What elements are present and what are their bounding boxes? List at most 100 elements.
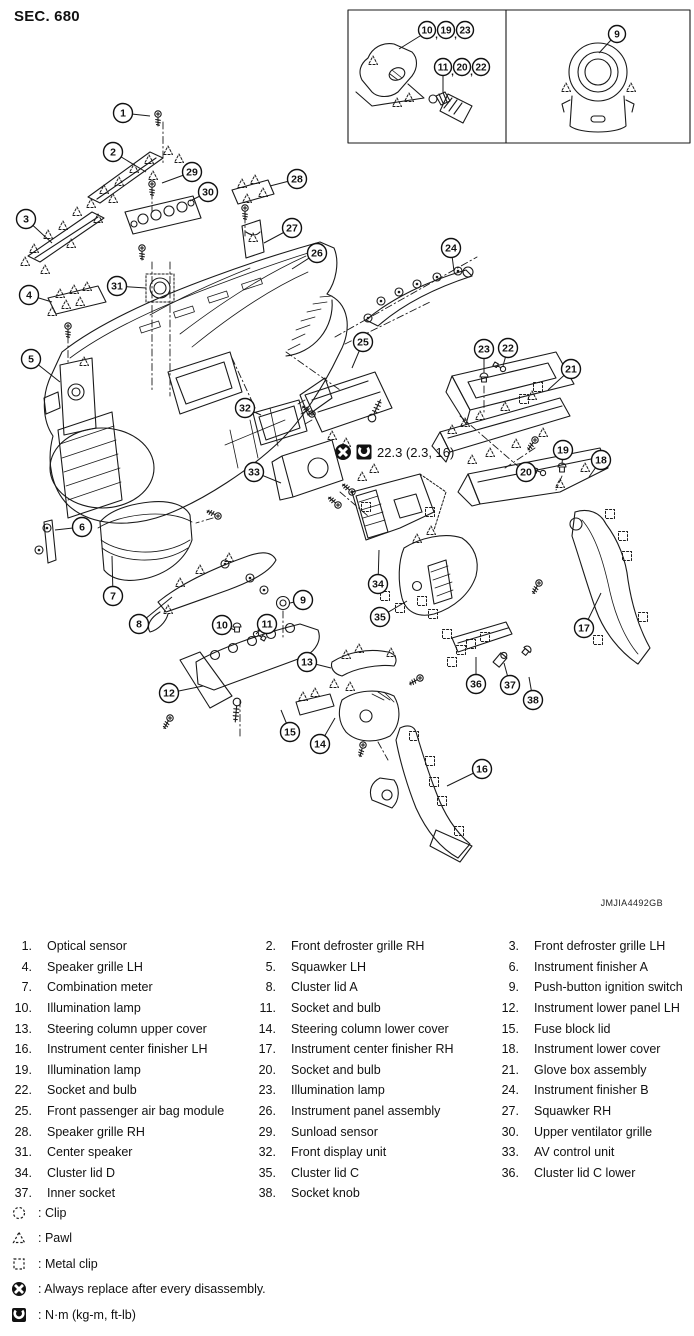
part-label: Push-button ignition switch bbox=[534, 980, 683, 995]
cluster-lid-c-lower-drawing bbox=[451, 621, 513, 653]
part-label: Squawker RH bbox=[534, 1104, 612, 1119]
clip-symbols bbox=[34, 266, 463, 595]
part-label: Socket and bulb bbox=[47, 1083, 137, 1098]
part-number: 26. bbox=[258, 1104, 276, 1119]
svg-text:26: 26 bbox=[311, 248, 323, 260]
illumination-lamp-drawing bbox=[355, 43, 425, 107]
legend-label: : N·m (kg-m, ft-lb) bbox=[38, 1307, 136, 1322]
always-replace-icon bbox=[335, 444, 351, 460]
callout-36: 36 bbox=[465, 657, 487, 695]
cluster-lid-d-drawing bbox=[351, 473, 447, 541]
part-number: 18. bbox=[501, 1042, 519, 1057]
legend-row: : Clip bbox=[10, 1205, 266, 1220]
svg-text:16: 16 bbox=[476, 764, 488, 776]
svg-text:9: 9 bbox=[614, 29, 620, 40]
part-number: 31. bbox=[14, 1145, 32, 1160]
callout-28: 28 bbox=[269, 168, 308, 190]
part-label: Steering column lower cover bbox=[291, 1021, 449, 1036]
callout-18: 18 bbox=[588, 449, 612, 478]
callout-20: 20 bbox=[515, 461, 538, 483]
callout-1: 1 bbox=[112, 102, 151, 124]
metal-clip-icon bbox=[10, 1256, 27, 1272]
replace-icon bbox=[10, 1281, 27, 1297]
part-number: 20. bbox=[258, 1062, 276, 1077]
part-number: 2. bbox=[265, 939, 276, 954]
inset-callout-group: 9 bbox=[598, 24, 627, 54]
svg-text:32: 32 bbox=[239, 403, 251, 415]
svg-text:8: 8 bbox=[136, 619, 142, 631]
part-number: 32. bbox=[258, 1145, 276, 1160]
svg-text:11: 11 bbox=[438, 62, 449, 73]
svg-text:37: 37 bbox=[504, 680, 516, 692]
svg-text:20: 20 bbox=[520, 467, 532, 479]
svg-text:36: 36 bbox=[470, 679, 482, 691]
part-number: 28. bbox=[14, 1124, 32, 1139]
svg-text:23: 23 bbox=[478, 344, 490, 356]
part-label: AV control unit bbox=[534, 1145, 615, 1160]
callout-31: 31 bbox=[106, 275, 147, 297]
inset-callout-group: 10,19,23 bbox=[398, 20, 475, 50]
push-button-ignition-switch-drawing bbox=[561, 42, 635, 133]
callout-5: 5 bbox=[20, 348, 61, 383]
cluster-lid-c-drawing bbox=[398, 535, 478, 616]
part-number: 23. bbox=[258, 1083, 276, 1098]
front-display-unit-drawing bbox=[252, 399, 308, 446]
av-control-unit-drawing bbox=[271, 439, 344, 501]
callout-10: 10 bbox=[211, 614, 236, 636]
callout-38: 38 bbox=[522, 676, 544, 711]
part-number: 34. bbox=[14, 1165, 32, 1180]
part-number: 6. bbox=[508, 959, 519, 974]
part-label: Instrument center finisher RH bbox=[291, 1042, 454, 1057]
svg-text:6: 6 bbox=[79, 522, 85, 534]
part-number: 33. bbox=[501, 1145, 519, 1160]
callout-8: 8 bbox=[128, 596, 173, 635]
svg-text:33: 33 bbox=[248, 467, 260, 479]
part-number: 35. bbox=[258, 1165, 276, 1180]
callout-2: 2 bbox=[102, 141, 147, 173]
figure-code: JMJIA4492GB bbox=[601, 898, 663, 908]
part-label: Illumination lamp bbox=[47, 1062, 141, 1077]
callout-23: 23 bbox=[473, 338, 495, 373]
symbol-legend: : Clip: Pawl: Metal clip: Always replace… bbox=[10, 1205, 266, 1322]
svg-text:11: 11 bbox=[261, 619, 272, 631]
callout-29: 29 bbox=[161, 161, 203, 184]
socket-and-bulb-drawing bbox=[428, 91, 473, 124]
svg-text:2: 2 bbox=[110, 147, 116, 159]
part-label: Socket and bulb bbox=[291, 1062, 381, 1077]
svg-text:20: 20 bbox=[456, 62, 468, 73]
part-number: 11. bbox=[259, 1001, 276, 1016]
part-label: Cluster lid A bbox=[291, 980, 358, 995]
legend-row: : N·m (kg-m, ft-lb) bbox=[10, 1307, 266, 1322]
svg-text:13: 13 bbox=[301, 657, 313, 669]
instrument-center-finisher-rh-drawing bbox=[569, 509, 651, 665]
legend-label: : Pawl bbox=[38, 1231, 73, 1245]
part-label: Optical sensor bbox=[47, 939, 127, 954]
part-label: Cluster lid D bbox=[47, 1165, 116, 1180]
air-bag-module-drawing bbox=[297, 371, 393, 433]
svg-text:,: , bbox=[435, 30, 438, 41]
legend-label: : Metal clip bbox=[38, 1256, 98, 1271]
svg-text:19: 19 bbox=[557, 445, 569, 457]
callout-17: 17 bbox=[573, 592, 602, 639]
callout-32: 32 bbox=[234, 397, 262, 419]
legend-row: : Pawl bbox=[10, 1231, 266, 1246]
part-label: Glove box assembly bbox=[534, 1062, 647, 1077]
part-number: 4. bbox=[21, 959, 32, 974]
part-label: Front defroster grille LH bbox=[534, 939, 666, 954]
instrument-finisher-a-drawing bbox=[43, 519, 57, 564]
svg-text:,: , bbox=[470, 67, 473, 78]
svg-text:22: 22 bbox=[502, 343, 514, 355]
callout-19: 19 bbox=[552, 439, 574, 466]
part-label: Combination meter bbox=[47, 980, 153, 995]
svg-text:,: , bbox=[454, 30, 457, 41]
svg-text:18: 18 bbox=[595, 455, 607, 467]
pawl-icon bbox=[10, 1230, 27, 1246]
callout-14: 14 bbox=[309, 717, 336, 755]
instrument-panel-assembly-drawing bbox=[43, 241, 348, 524]
part-number: 37. bbox=[14, 1186, 32, 1201]
